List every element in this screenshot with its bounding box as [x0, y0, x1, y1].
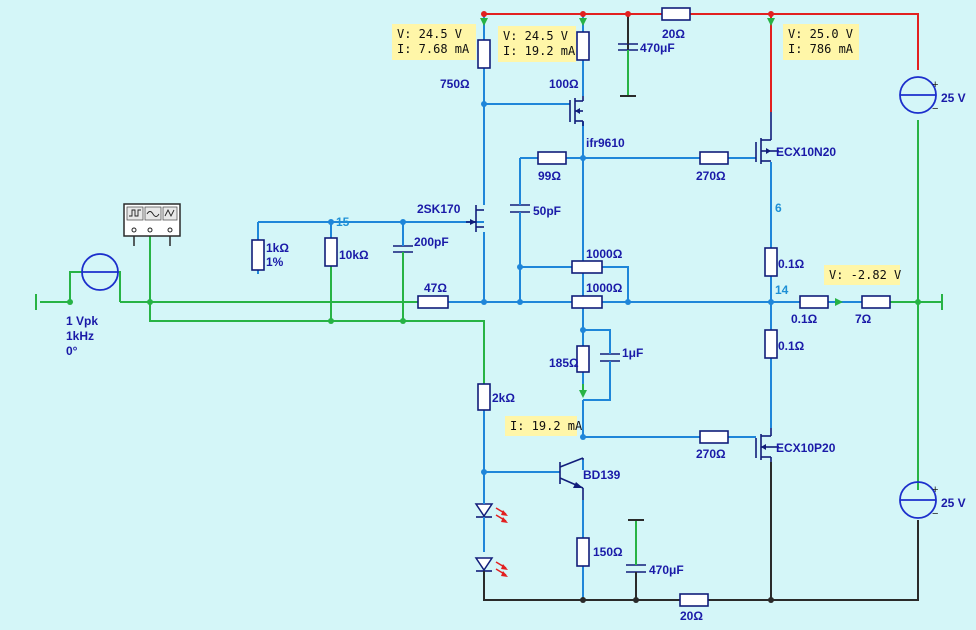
- resistor-1000-b-label: 1000Ω: [586, 281, 623, 295]
- resistor-185[interactable]: 185Ω: [549, 345, 590, 373]
- bjt-bd139-label: BD139: [583, 468, 621, 482]
- probe-2[interactable]: V: 24.5 V I: 19.2 mA: [498, 26, 576, 62]
- resistor-01-bot[interactable]: 0.1Ω: [764, 329, 805, 359]
- resistor-01-out[interactable]: 0.1Ω: [791, 295, 829, 326]
- jfet-2sk170-label: 2SK170: [417, 202, 461, 216]
- capacitor-50p[interactable]: 50pF: [510, 200, 561, 218]
- resistor-100[interactable]: 100Ω: [549, 31, 590, 91]
- source-amplitude-label: 1 Vpk: [66, 314, 98, 328]
- supply-positive-label: 25 V: [941, 91, 966, 105]
- resistor-1000-a-label: 1000Ω: [586, 247, 623, 261]
- supply-negative-label: 25 V: [941, 496, 966, 510]
- resistor-150[interactable]: 150Ω: [576, 537, 623, 567]
- ac-source[interactable]: 1 Vpk 1kHz 0°: [66, 253, 121, 358]
- node-14-label: 14: [775, 283, 789, 297]
- probe-3-current: I: 786 mA: [788, 42, 854, 56]
- mosfet-ecx10p20[interactable]: ECX10P20: [755, 428, 836, 462]
- mosfet-ecx10p20-label: ECX10P20: [776, 441, 836, 455]
- probe-4-voltage: V: -2.82 V: [829, 268, 901, 282]
- probe-1-voltage: V: 24.5 V: [397, 27, 462, 41]
- led-2[interactable]: [474, 557, 508, 577]
- wires-green: [40, 60, 942, 560]
- resistor-1k-label: 1kΩ: [266, 241, 289, 255]
- led-1[interactable]: [474, 500, 508, 552]
- capacitor-470-top-label: 470μF: [640, 41, 675, 55]
- resistor-185-label: 185Ω: [549, 356, 579, 370]
- node-15-label: 15: [336, 215, 350, 229]
- resistor-2k-label: 2kΩ: [492, 391, 515, 405]
- bjt-bd139[interactable]: BD139: [559, 457, 621, 500]
- probe-3-voltage: V: 25.0 V: [788, 27, 853, 41]
- mosfet-ifr9610-label: ifr9610: [586, 136, 625, 150]
- probe-1-current: I: 7.68 mA: [397, 42, 470, 56]
- mosfet-ecx10n20[interactable]: ECX10N20: [755, 112, 836, 164]
- mosfet-ifr9610[interactable]: ifr9610: [569, 96, 625, 150]
- resistor-1000-a[interactable]: 1000Ω: [571, 247, 623, 274]
- probe-5-current: I: 19.2 mA: [510, 419, 583, 433]
- supply-negative[interactable]: + − 25 V: [899, 481, 966, 520]
- probe-arrows: [480, 18, 843, 398]
- supply-positive[interactable]: + − 25 V: [899, 76, 966, 115]
- resistor-270-top[interactable]: 270Ω: [696, 151, 729, 183]
- resistor-270-bot-label: 270Ω: [696, 447, 726, 461]
- resistor-1k-tolerance: 1%: [266, 255, 284, 269]
- probe-2-current: I: 19.2 mA: [503, 44, 576, 58]
- resistor-99-label: 99Ω: [538, 169, 561, 183]
- resistor-750-label: 750Ω: [440, 77, 470, 91]
- resistor-1000-b[interactable]: 1000Ω: [571, 281, 623, 309]
- resistor-150-label: 150Ω: [593, 545, 623, 559]
- probe-2-voltage: V: 24.5 V: [503, 29, 568, 43]
- resistor-20-top[interactable]: 20Ω: [661, 7, 691, 41]
- jfet-2sk170[interactable]: 2SK170: [417, 202, 484, 232]
- probe-4[interactable]: V: -2.82 V: [824, 265, 901, 285]
- resistor-01-out-label: 0.1Ω: [791, 312, 818, 326]
- resistor-7-label: 7Ω: [855, 312, 872, 326]
- capacitor-470-bot[interactable]: 470μF: [626, 560, 684, 600]
- resistor-47[interactable]: 47Ω: [417, 281, 449, 309]
- probe-5[interactable]: I: 19.2 mA: [505, 416, 583, 436]
- resistor-20-bot[interactable]: 20Ω: [679, 593, 709, 623]
- resistor-270-bot[interactable]: 270Ω: [696, 430, 729, 461]
- mosfet-ecx10n20-label: ECX10N20: [776, 145, 836, 159]
- supply-negative-minus: −: [932, 508, 938, 520]
- resistor-01-top[interactable]: 0.1Ω: [764, 247, 805, 277]
- oscilloscope-icon[interactable]: [123, 203, 181, 246]
- resistor-100-label: 100Ω: [549, 77, 579, 91]
- capacitor-470-bot-label: 470μF: [649, 563, 684, 577]
- source-phase-label: 0°: [66, 344, 78, 358]
- supply-positive-plus: +: [932, 79, 938, 91]
- resistor-10k-label: 10kΩ: [339, 248, 369, 262]
- supply-positive-minus: −: [932, 103, 938, 115]
- probe-3[interactable]: V: 25.0 V I: 786 mA: [783, 24, 859, 60]
- resistor-01-top-label: 0.1Ω: [778, 257, 805, 271]
- resistor-7[interactable]: 7Ω: [855, 295, 891, 326]
- resistor-10k[interactable]: 10kΩ: [324, 237, 369, 267]
- capacitor-200p[interactable]: 200pF: [393, 235, 449, 258]
- resistor-2k[interactable]: 2kΩ: [477, 383, 515, 411]
- node-6-label: 6: [775, 201, 782, 215]
- capacitor-50p-label: 50pF: [533, 204, 561, 218]
- capacitor-470-top[interactable]: 470μF: [618, 30, 675, 60]
- wires-black: [483, 14, 919, 601]
- capacitor-200p-label: 200pF: [414, 235, 449, 249]
- resistor-47-label: 47Ω: [424, 281, 447, 295]
- resistor-20-top-label: 20Ω: [662, 27, 685, 41]
- resistor-270-top-label: 270Ω: [696, 169, 726, 183]
- supply-negative-plus: +: [932, 484, 938, 496]
- capacitor-1u-label: 1μF: [622, 346, 643, 360]
- probe-1[interactable]: V: 24.5 V I: 7.68 mA: [392, 24, 476, 60]
- source-frequency-label: 1kHz: [66, 329, 94, 343]
- junction-dots: [67, 11, 921, 603]
- resistor-1k[interactable]: 1kΩ 1%: [251, 239, 289, 271]
- resistor-99[interactable]: 99Ω: [537, 151, 567, 183]
- resistor-01-bot-label: 0.1Ω: [778, 339, 805, 353]
- resistor-750[interactable]: 750Ω: [440, 39, 491, 91]
- capacitor-1u[interactable]: 1μF: [600, 346, 643, 370]
- resistor-20-bot-label: 20Ω: [680, 609, 703, 623]
